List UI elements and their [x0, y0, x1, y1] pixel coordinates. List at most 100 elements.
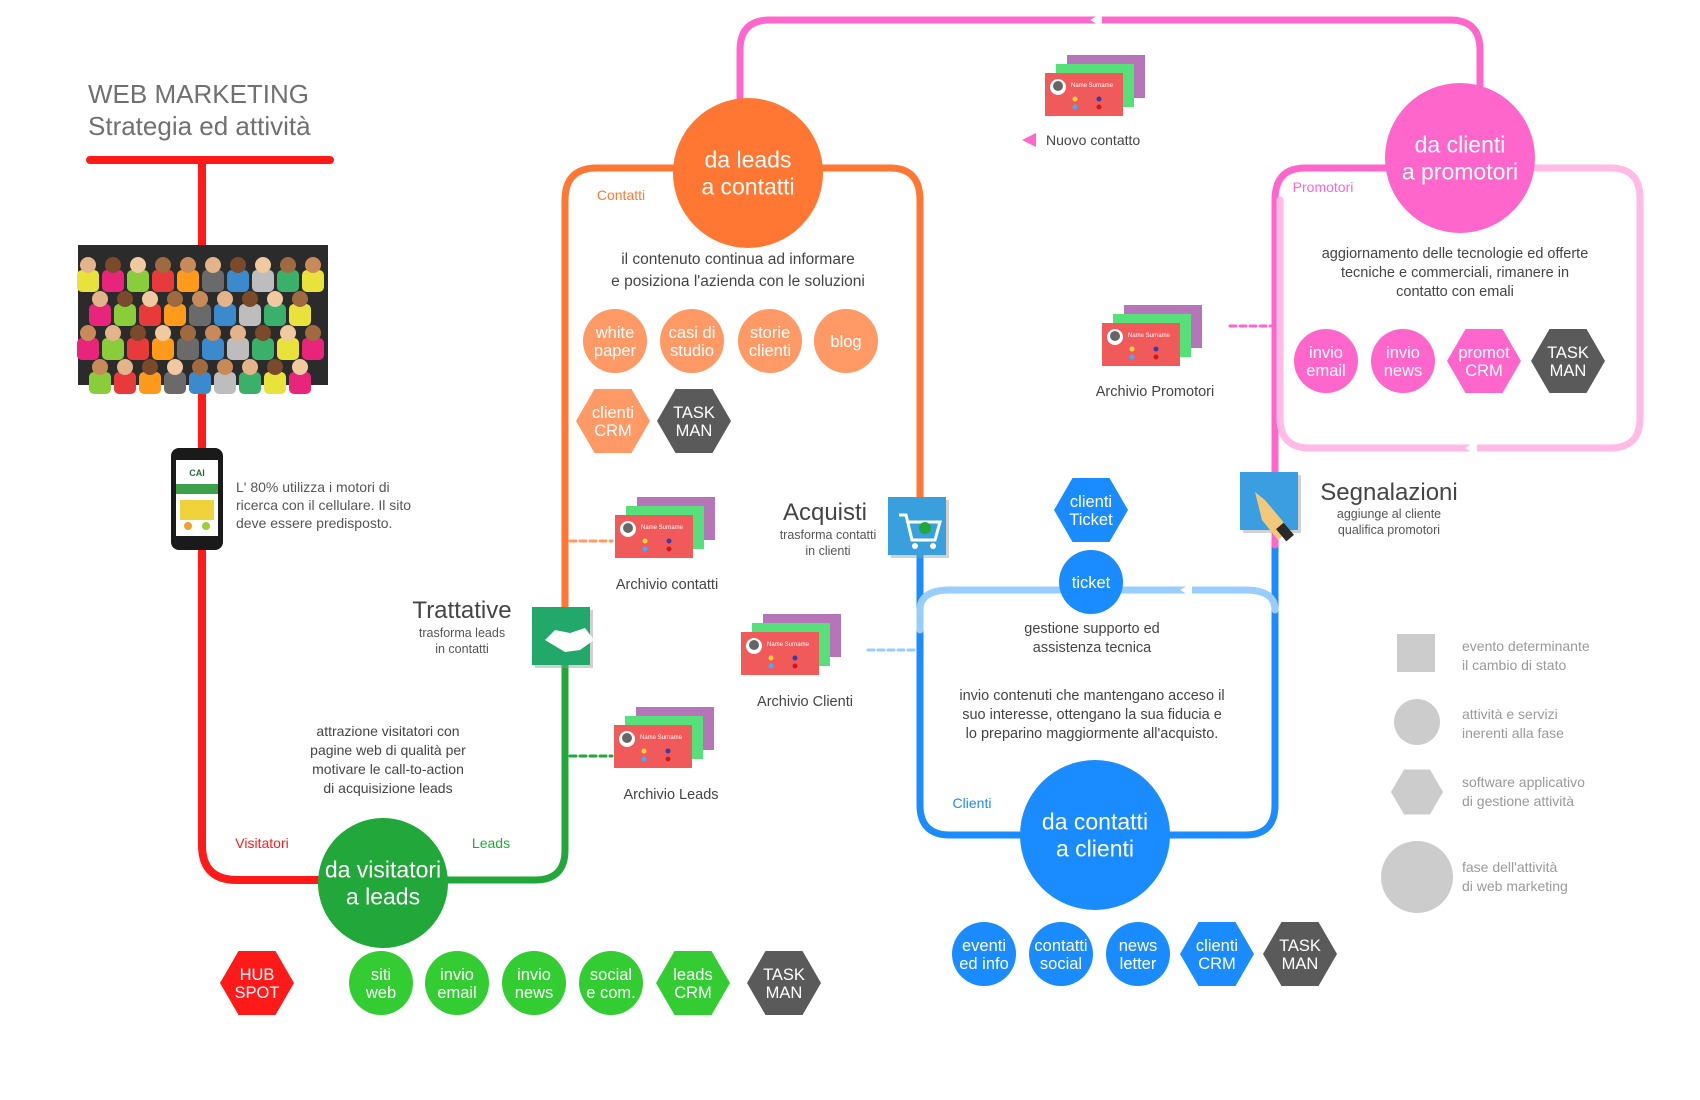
- svg-text:Acquisti: Acquisti: [783, 499, 867, 526]
- archive-clienti-label: Archivio Clienti: [757, 694, 853, 710]
- flow-line-promotori: [1271, 164, 1404, 549]
- svg-text:invio: invio: [517, 966, 551, 984]
- svg-text:da contatti: da contatti: [1042, 809, 1148, 835]
- svg-text:news: news: [515, 984, 554, 1002]
- svg-text:TASK: TASK: [1547, 344, 1589, 362]
- svg-text:evento determinante: evento determinante: [1462, 638, 1590, 654]
- svg-text:social: social: [590, 966, 632, 984]
- trattative-icon: [532, 607, 594, 668]
- svg-text:in clienti: in clienti: [805, 544, 850, 558]
- svg-text:web: web: [365, 984, 396, 1002]
- legend-circle-icon: [1394, 699, 1440, 745]
- arrow-ticket: [1180, 583, 1192, 597]
- svg-text:Archivio Promotori: Archivio Promotori: [1096, 384, 1214, 400]
- archive-contatti-cards: Name Surname: [615, 497, 715, 558]
- svg-text:attività e servizi: attività e servizi: [1462, 706, 1558, 722]
- archive-clienti-cards: Name Surname: [741, 614, 841, 675]
- svg-text:Contatti: Contatti: [597, 187, 645, 203]
- text-gestione: gestione supporto ed assistenza tecnica: [1024, 621, 1159, 656]
- svg-text:CRM: CRM: [1198, 955, 1236, 973]
- svg-text:letter: letter: [1120, 955, 1157, 973]
- svg-text:a promotori: a promotori: [1402, 159, 1518, 185]
- flow-line-visitatori: [198, 156, 334, 884]
- svg-text:Promotori: Promotori: [1293, 179, 1354, 195]
- svg-text:il cambio di stato: il cambio di stato: [1462, 657, 1566, 673]
- svg-text:MAN: MAN: [1550, 362, 1587, 380]
- svg-text:Archivio contatti: Archivio contatti: [616, 577, 718, 593]
- svg-text:Archivio Clienti: Archivio Clienti: [757, 694, 853, 710]
- svg-text:CRM: CRM: [594, 422, 632, 440]
- archive-leads-cards: Name Surname: [614, 707, 714, 768]
- svg-text:SPOT: SPOT: [235, 984, 280, 1002]
- acquisti-icon: [888, 497, 949, 558]
- svg-text:deve essere predisposto.: deve essere predisposto.: [236, 515, 392, 531]
- svg-text:invio: invio: [1309, 344, 1343, 362]
- svg-text:eventi: eventi: [962, 937, 1006, 955]
- svg-text:contatto con emali: contatto con emali: [1396, 284, 1514, 300]
- svg-text:Name Surname: Name Surname: [1128, 333, 1171, 339]
- svg-text:CRM: CRM: [674, 984, 712, 1002]
- svg-text:email: email: [1306, 362, 1345, 380]
- event-acquisti-title: Acquisti: [783, 499, 867, 526]
- svg-text:CAI: CAI: [189, 468, 205, 478]
- svg-text:gestione supporto ed: gestione supporto ed: [1024, 621, 1159, 637]
- event-trattative-title: Trattative: [412, 597, 511, 624]
- svg-text:MAN: MAN: [676, 422, 713, 440]
- svg-text:Trattative: Trattative: [412, 597, 511, 624]
- svg-text:L' 80% utilizza i motori di: L' 80% utilizza i motori di: [236, 479, 390, 495]
- svg-text:ed info: ed info: [959, 955, 1009, 973]
- svg-text:a clienti: a clienti: [1056, 836, 1134, 862]
- svg-text:tecniche e commerciali, rimane: tecniche e commerciali, rimanere in: [1341, 265, 1569, 281]
- svg-text:siti: siti: [371, 966, 391, 984]
- smartphone-icon: CAI: [171, 448, 223, 550]
- feedback-loop-promotori: [1276, 164, 1644, 452]
- svg-text:aggiornamento delle tecnologie: aggiornamento delle tecnologie ed offert…: [1322, 246, 1589, 262]
- activity-ticket[interactable]: ticket: [1059, 550, 1123, 614]
- svg-text:Clienti: Clienti: [953, 795, 992, 811]
- svg-text:clienti: clienti: [592, 404, 634, 422]
- flow-line-clienti: [916, 541, 1279, 839]
- svg-text:ricerca con il cellulare. Il s: ricerca con il cellulare. Il sito: [236, 497, 411, 513]
- svg-text:invio: invio: [440, 966, 474, 984]
- svg-text:assistenza tecnica: assistenza tecnica: [1033, 640, 1152, 656]
- label-visitatori: Visitatori: [235, 835, 288, 851]
- svg-text:fase dell'attività: fase dell'attività: [1462, 859, 1557, 875]
- flow-line-contatti: [561, 164, 924, 644]
- archive-nuovo-label: Nuovo contatto: [1046, 132, 1140, 148]
- svg-text:da leads: da leads: [705, 147, 792, 173]
- activity-blog[interactable]: blog: [814, 309, 878, 373]
- svg-text:Name Surname: Name Surname: [767, 642, 810, 648]
- svg-text:qualifica promotori: qualifica promotori: [1338, 523, 1440, 537]
- arrow-promotori: [1465, 441, 1477, 455]
- legend-evento: evento determinante il cambio di stato: [1462, 638, 1590, 673]
